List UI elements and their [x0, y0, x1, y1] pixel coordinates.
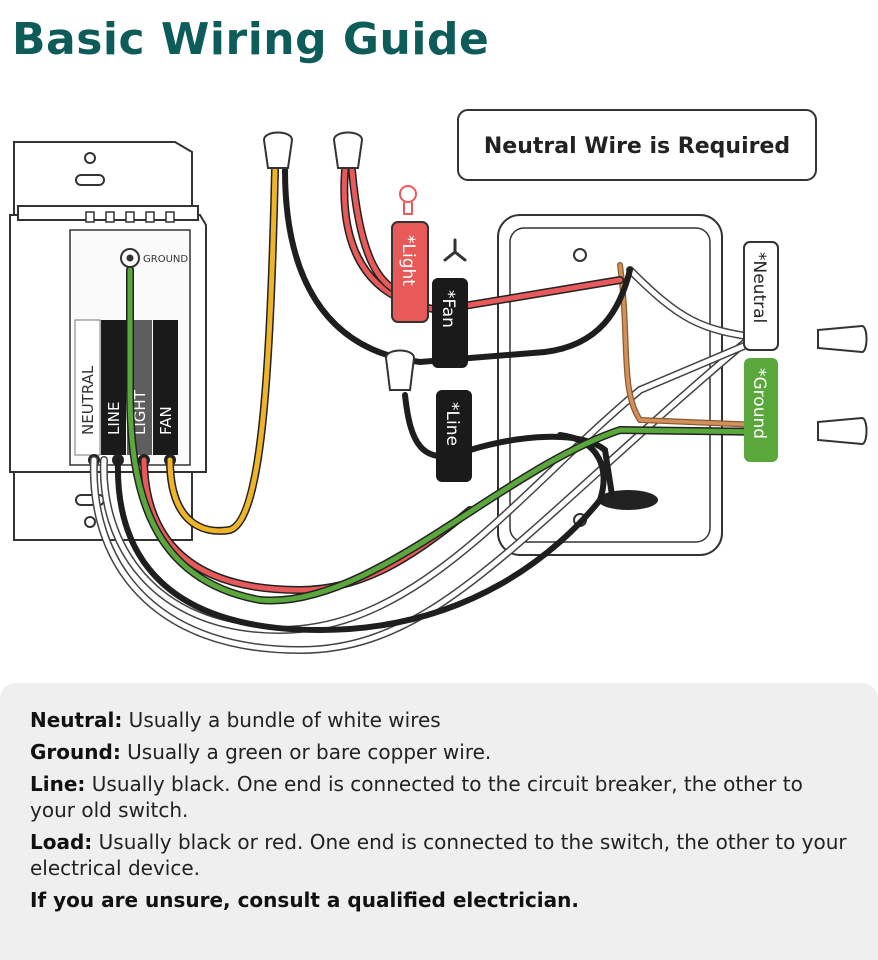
ground-tag: *Ground — [744, 358, 778, 462]
ground-terminal-label: GROUND — [143, 254, 188, 265]
ground-tag-text: *Ground — [749, 368, 769, 439]
legend-ground: Ground: Usually a green or bare copper w… — [30, 740, 492, 764]
wiring-diagram: Neutral Wire is Required GROUND NEUTRAL … — [9, 109, 868, 655]
smart-switch: GROUND NEUTRAL LINE LIGHT FAN — [9, 205, 207, 473]
neutral-tag-text: *Neutral — [749, 252, 769, 323]
legend-warning: If you are unsure, consult a qualified e… — [30, 888, 579, 912]
terminal-fan-label: FAN — [157, 406, 175, 435]
wire-legend: Neutral: Usually a bundle of white wires… — [0, 683, 878, 960]
wires — [89, 166, 774, 655]
fan-tag: *Fan — [432, 278, 468, 368]
neutral-tag: *Neutral — [743, 241, 779, 351]
light-tag: *Light — [391, 221, 429, 323]
wire-nut-icon — [262, 131, 868, 446]
legend-load: Load: Usually black or red. One end is c… — [30, 830, 847, 880]
bulb-icon — [399, 185, 417, 215]
fan-icon — [443, 238, 467, 262]
light-tag-text: *Light — [398, 235, 418, 286]
neutral-required-note: Neutral Wire is Required — [457, 109, 817, 181]
note-text: Neutral Wire is Required — [484, 134, 790, 159]
terminal-light-label: LIGHT — [131, 389, 149, 435]
line-tag-text: *Line — [442, 402, 462, 446]
legend-line: Line: Usually black. One end is connecte… — [30, 772, 803, 822]
junction-box — [497, 214, 723, 556]
legend-neutral: Neutral: Usually a bundle of white wires — [30, 708, 441, 732]
terminal-neutral-label: NEUTRAL — [79, 365, 97, 435]
line-tag: *Line — [436, 390, 472, 482]
fan-tag-text: *Fan — [438, 290, 458, 328]
page-title: Basic Wiring Guide — [12, 14, 490, 65]
terminal-line-label: LINE — [105, 402, 123, 435]
